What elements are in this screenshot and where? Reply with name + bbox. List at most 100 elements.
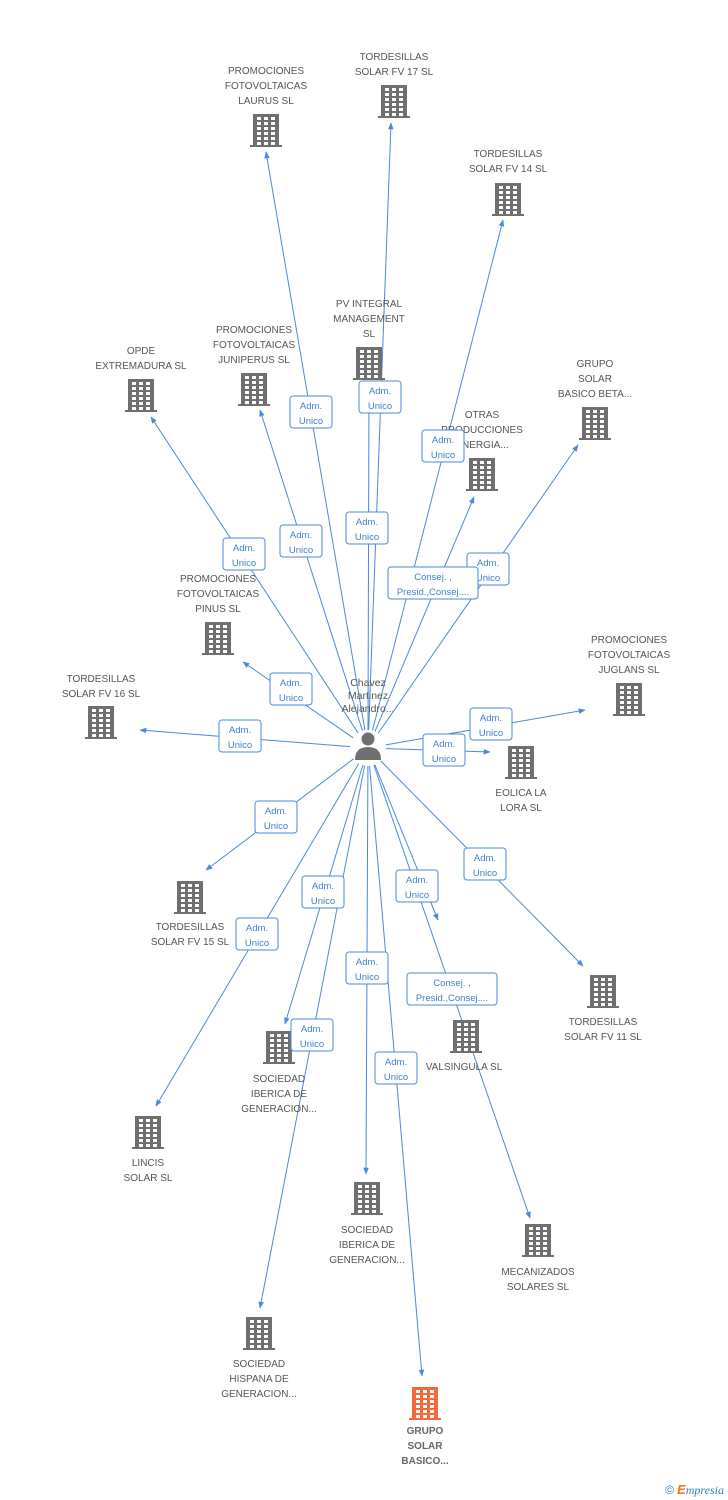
role-text: Adm.	[265, 806, 287, 817]
company-node-iberica2[interactable]: SOCIEDAD IBERICA DE GENERACION...	[329, 1182, 405, 1266]
company-node-lincis[interactable]: LINCIS SOLAR SL	[124, 1116, 173, 1184]
role-badge[interactable]: Adm.Unico	[222, 537, 266, 571]
role-badge[interactable]: Adm.Unico	[279, 524, 323, 558]
building-icon	[125, 379, 157, 412]
role-text: Adm.	[433, 739, 455, 750]
company-label-line: PINUS SL	[195, 604, 241, 615]
building-icon	[202, 622, 234, 655]
role-text: Adm.	[246, 923, 268, 934]
role-badge[interactable]: Adm. Unico	[463, 847, 507, 881]
company-label-line: LINCIS	[132, 1158, 165, 1169]
role-text: Adm.	[474, 853, 496, 864]
edge-juniperus	[259, 409, 363, 732]
person-name-line: Martinez	[348, 690, 388, 702]
company-label-line: GENERACION...	[329, 1255, 405, 1266]
role-text: Adm.	[300, 401, 322, 412]
company-label-line: SOLAR FV 15 SL	[151, 937, 230, 948]
role-badge[interactable]: Consej. ,Presid.,Consej....	[406, 972, 498, 1006]
building-icon	[250, 114, 282, 147]
role-badge[interactable]: Adm.Unico	[254, 800, 298, 834]
company-node-grupo[interactable]: GRUPOSOLARBASICO...	[401, 1387, 449, 1467]
building-icon	[579, 407, 611, 440]
role-text: Unico	[476, 573, 500, 584]
company-node-otras[interactable]: OTRASPRODUCCIONESENERGIA...	[441, 410, 523, 491]
company-label-line: JUGLANS SL	[598, 665, 660, 676]
edge-otras	[374, 496, 475, 732]
role-badge[interactable]: Adm.Unico	[290, 1018, 334, 1052]
role-badge[interactable]: Adm.Unico	[345, 951, 389, 985]
role-text: Unico	[289, 545, 313, 556]
role-badge[interactable]: Adm. Unico	[422, 733, 466, 767]
company-label-line: SOLAR SL	[124, 1173, 173, 1184]
company-node-valsingula[interactable]: VALSINGULA SL	[426, 1020, 503, 1073]
role-text: Adm.	[477, 558, 499, 569]
company-label-line: EOLICA LA	[495, 788, 546, 799]
role-badge[interactable]: Adm.Unico	[345, 511, 389, 545]
company-label-line: SOLAR FV 14 SL	[469, 164, 548, 175]
building-icon	[505, 746, 537, 779]
role-text: Unico	[479, 728, 503, 739]
role-badge[interactable]: Consej. ,Presid.,Consej....	[387, 566, 479, 600]
company-label-line: SOCIEDAD	[253, 1074, 305, 1085]
role-text: Unico	[355, 532, 379, 543]
role-badge[interactable]: Adm.Unico	[269, 672, 313, 706]
company-label-line: GRUPO	[577, 359, 614, 370]
role-text: Unico	[355, 972, 379, 983]
building-icon	[378, 85, 410, 118]
role-badge[interactable]: Adm.Unico	[469, 707, 513, 741]
company-label-line: OPDE	[127, 346, 156, 357]
role-badge[interactable]: Adm.Unico	[395, 869, 439, 903]
person-icon	[355, 732, 381, 760]
role-text: Unico	[473, 868, 497, 879]
company-label-line: FOTOVOLTAICAS	[588, 650, 671, 661]
center-person[interactable]: ChavezMartinezAlejandro...	[341, 677, 395, 760]
role-badge[interactable]: Adm.Unico	[421, 429, 465, 463]
company-label-line: SOCIEDAD	[341, 1225, 393, 1236]
company-label-line: VALSINGULA SL	[426, 1062, 503, 1073]
company-label-line: SOLAR	[408, 1441, 444, 1452]
company-label-line: JUNIPERUS SL	[218, 355, 290, 366]
company-label-line: GENERACION...	[241, 1104, 317, 1115]
company-node-juglans[interactable]: PROMOCIONES FOTOVOLTAICAS JUGLANS SL	[588, 635, 671, 716]
role-badge[interactable]: Adm. Unico	[301, 875, 345, 909]
role-badge[interactable]: Adm.Unico	[289, 395, 333, 429]
role-text: Adm.	[312, 881, 334, 892]
building-icon	[450, 1020, 482, 1053]
company-label-line: IBERICA DE	[339, 1240, 395, 1251]
role-text: Adm.	[229, 725, 251, 736]
company-label-line: PROMOCIONES	[591, 635, 667, 646]
role-text: Unico	[432, 754, 456, 765]
company-label-line: PV INTEGRAL	[336, 299, 403, 310]
footer-brand[interactable]: ©Empresia	[665, 1482, 724, 1498]
role-badge[interactable]: Adm.Unico	[358, 380, 402, 414]
role-badge[interactable]: Adm. Unico	[218, 719, 262, 753]
company-label-line: LAURUS SL	[238, 96, 294, 107]
company-label-line: GENERACION...	[221, 1389, 297, 1400]
company-label-line: SOLARES SL	[507, 1282, 570, 1293]
role-text: Adm.	[301, 1024, 323, 1035]
role-text: Unico	[311, 896, 335, 907]
company-label-line: SL	[363, 329, 376, 340]
company-label-line: SOLAR FV 11 SL	[564, 1032, 642, 1043]
role-text: Unico	[228, 740, 252, 751]
role-badge[interactable]: Adm.Unico	[235, 917, 279, 951]
edge-pvintegral	[367, 380, 370, 731]
company-label-line: SOLAR FV 17 SL	[355, 67, 434, 78]
brand-name: mpresia	[685, 1483, 724, 1497]
role-badge[interactable]: Adm.Unico	[374, 1051, 418, 1085]
